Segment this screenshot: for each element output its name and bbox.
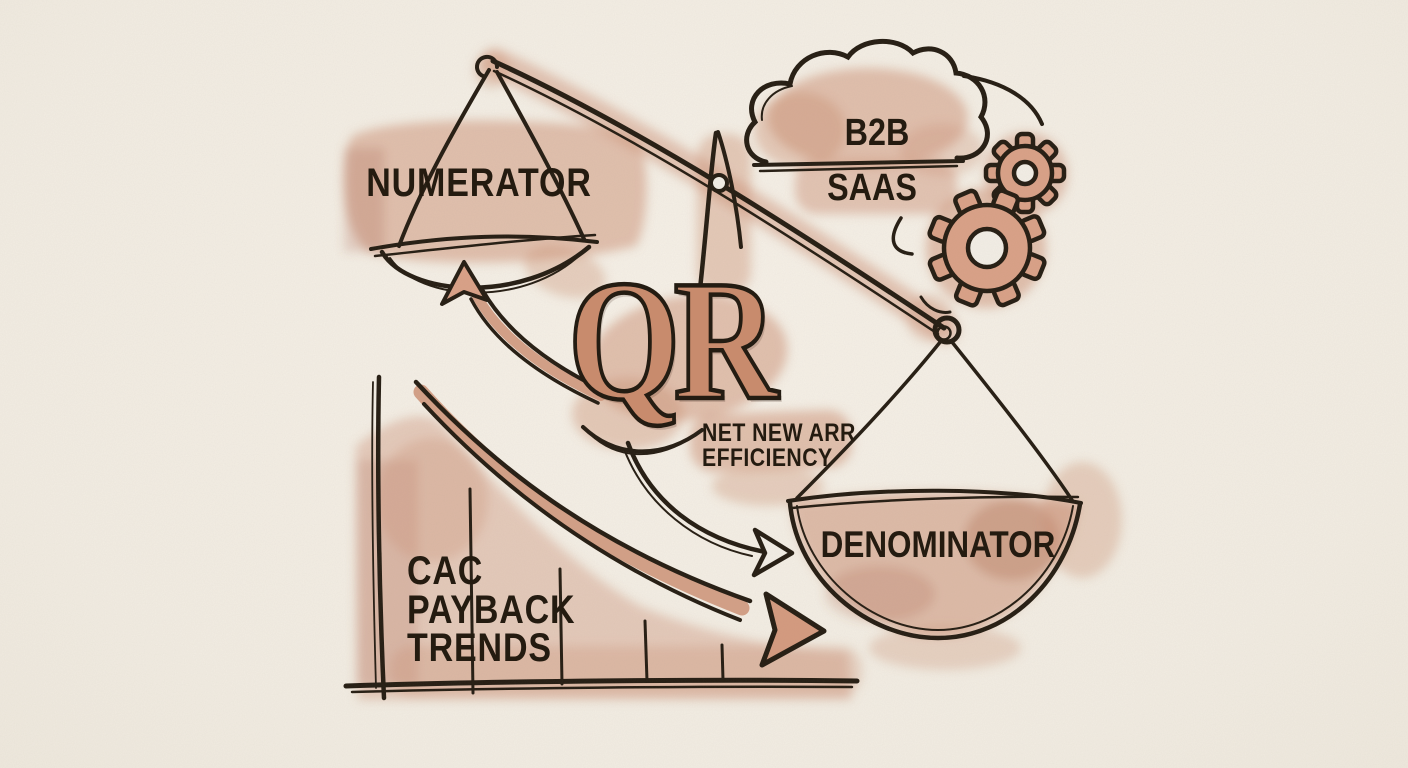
chart-title-line1: CAC [407, 549, 484, 593]
subtitle-line1: NET NEW ARR [702, 419, 856, 447]
subtitle-line2: EFFICIENCY [702, 444, 833, 472]
numerator-label: NUMERATOR [366, 161, 592, 205]
cloud-label-line2: SAAS [827, 167, 917, 209]
qr-monogram: QR [566, 246, 780, 436]
chart-title-line2: PAYBACK [407, 588, 576, 632]
cloud-label-line1: B2B [844, 112, 910, 154]
chart-title-line3: TRENDS [407, 626, 552, 670]
denominator-label: DENOMINATOR [820, 524, 1056, 565]
